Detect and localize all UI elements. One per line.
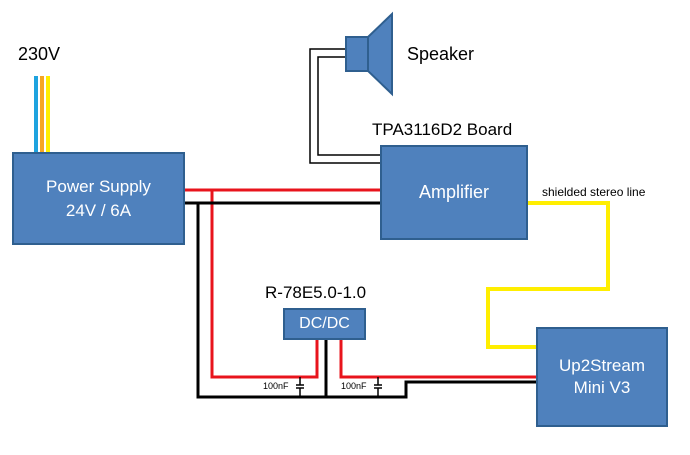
capacitor-1-label: 100nF xyxy=(263,381,289,391)
shielded-stereo-line xyxy=(486,201,610,349)
speaker-wires xyxy=(309,48,380,164)
capacitor-2 xyxy=(374,377,382,397)
speaker-label: Speaker xyxy=(407,44,475,64)
mains-wires xyxy=(34,76,50,152)
red-wires xyxy=(185,188,536,379)
power-supply-box: Power Supply 24V / 6A xyxy=(12,152,185,245)
dcdc-part-label: R-78E5.0-1.0 xyxy=(265,283,367,302)
capacitor-2-label: 100nF xyxy=(341,381,367,391)
mains-voltage-label: 230V xyxy=(18,44,61,64)
speaker-icon xyxy=(345,11,393,97)
power-supply-line2: 24V / 6A xyxy=(65,200,132,220)
up2stream-box: Up2Stream Mini V3 xyxy=(536,327,668,427)
amplifier-label: Amplifier xyxy=(418,182,489,202)
up2stream-line1: Up2Stream xyxy=(559,356,645,375)
power-supply-line1: Power Supply xyxy=(46,176,151,196)
capacitor-1 xyxy=(296,377,304,397)
amplifier-box: Amplifier xyxy=(380,145,528,240)
amp-board-label: TPA3116D2 Board xyxy=(372,120,513,139)
dcdc-label: DC/DC xyxy=(299,315,350,332)
black-wires xyxy=(185,201,536,399)
dcdc-box: DC/DC xyxy=(283,308,366,340)
up2stream-line2: Mini V3 xyxy=(573,378,631,397)
shielded-line-label: shielded stereo line xyxy=(542,185,646,199)
